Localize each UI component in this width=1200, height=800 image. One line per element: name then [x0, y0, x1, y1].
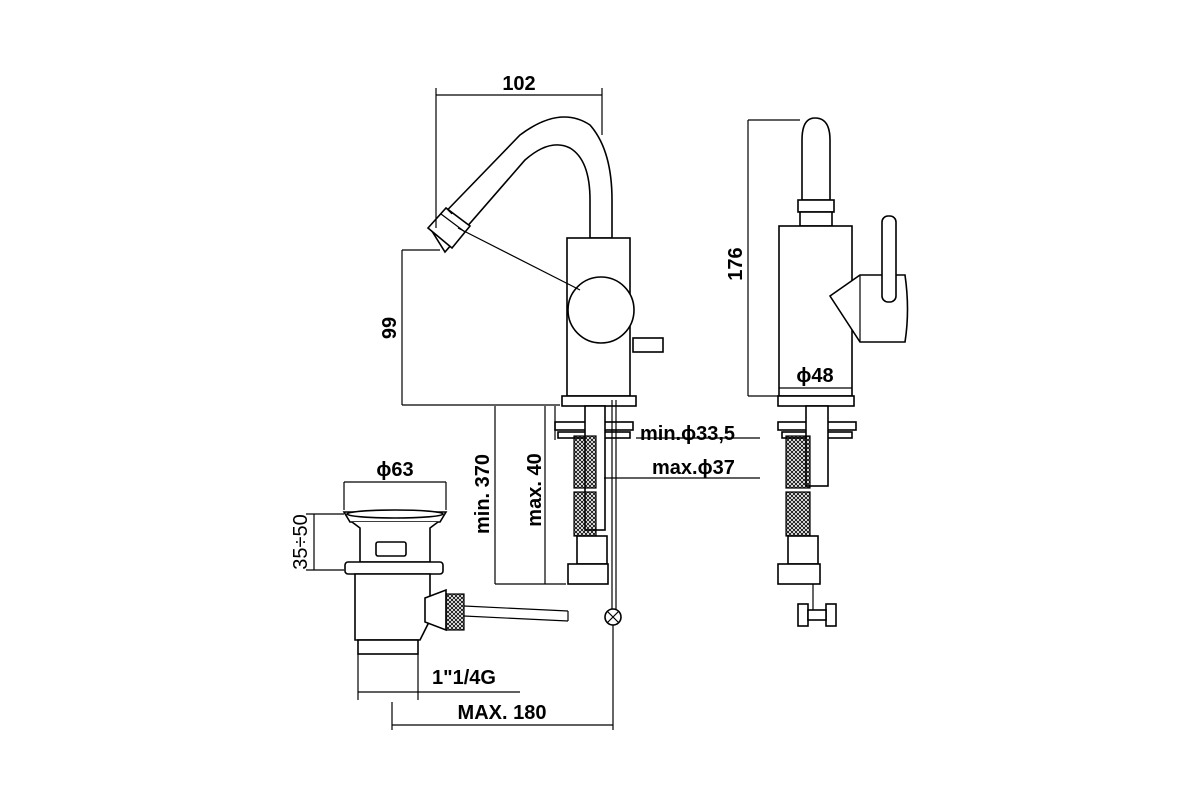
dim-hole-max: max.ϕ37 [652, 457, 735, 479]
side-view-mixer [777, 117, 909, 627]
dim-hose-length: min. 370 [472, 454, 494, 534]
waste-pop-up [342, 509, 569, 655]
dim-waste-thread: 1"1/4G [432, 667, 496, 689]
dim-base-diameter: ϕ48 [796, 365, 833, 387]
dim-waste-diameter: ϕ63 [376, 459, 413, 481]
dim-width-top: 102 [502, 73, 535, 95]
dim-rod-length: MAX. 180 [458, 702, 547, 724]
dim-hole-min: min.ϕ33,5 [640, 423, 735, 445]
dim-waste-range: 35÷50 [290, 514, 312, 569]
dim-height-spout: 99 [379, 317, 401, 339]
front-view-mixer [426, 116, 664, 626]
dimension-lines [306, 88, 852, 730]
dim-height-total: 176 [725, 247, 747, 280]
dim-deck-thickness: max. 40 [524, 453, 546, 526]
